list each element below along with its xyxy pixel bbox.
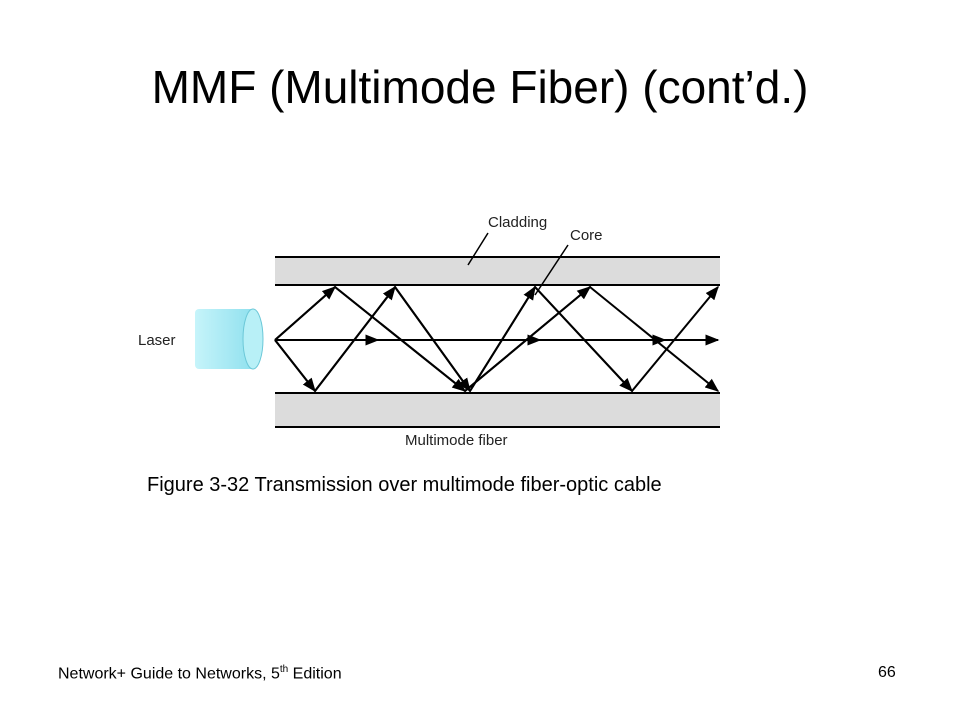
footer-book-suffix: Edition <box>288 665 342 683</box>
slide-title: MMF (Multimode Fiber) (cont’d.) <box>151 61 809 113</box>
laser-icon <box>195 308 264 370</box>
footer-book-title: Network+ Guide to Networks, 5th Edition <box>58 664 342 683</box>
label-laser: Laser <box>138 332 176 349</box>
footer-book-sup: th <box>279 664 289 675</box>
page-number: 66 <box>878 664 896 681</box>
multimode-fiber-diagram: Cladding Core Laser Multimode fiber <box>138 214 720 449</box>
figure-caption: Figure 3-32 Transmission over multimode … <box>147 474 662 496</box>
cladding-top <box>275 257 720 285</box>
core-leader <box>534 244 569 296</box>
label-cladding: Cladding <box>488 214 547 231</box>
label-core: Core <box>570 227 603 244</box>
footer-book-prefix: Network+ Guide to Networks, 5 <box>58 665 280 683</box>
cladding-bottom <box>275 393 720 427</box>
label-multimode-fiber: Multimode fiber <box>405 432 508 449</box>
cladding-leader <box>467 232 489 266</box>
light-rays <box>274 285 720 393</box>
